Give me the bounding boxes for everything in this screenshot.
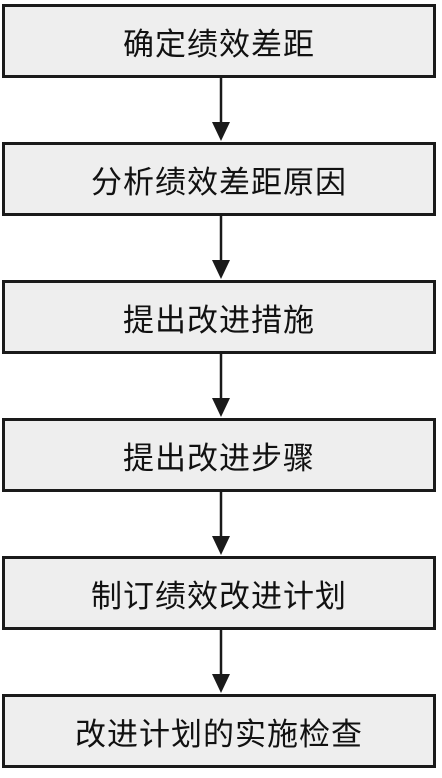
- step-label-2: 分析绩效差距原因: [91, 164, 347, 201]
- step-box-6: 改进计划的实施检查: [2, 694, 436, 768]
- step-label-4: 提出改进步骤: [123, 440, 315, 477]
- step-box-1: 确定绩效差距: [2, 4, 436, 78]
- arrow-down-icon: [212, 78, 230, 141]
- step-box-5: 制订绩效改进计划: [2, 556, 436, 630]
- step-box-4: 提出改进步骤: [2, 418, 436, 492]
- step-label-5: 制订绩效改进计划: [91, 578, 347, 615]
- arrow-down-icon: [212, 630, 230, 693]
- arrow-down-icon: [212, 216, 230, 279]
- arrow-down-icon: [212, 492, 230, 555]
- arrow-down-icon: [212, 354, 230, 417]
- step-label-1: 确定绩效差距: [123, 26, 315, 63]
- step-label-6: 改进计划的实施检查: [75, 716, 363, 753]
- step-label-3: 提出改进措施: [123, 302, 315, 339]
- step-box-3: 提出改进措施: [2, 280, 436, 354]
- step-box-2: 分析绩效差距原因: [2, 142, 436, 216]
